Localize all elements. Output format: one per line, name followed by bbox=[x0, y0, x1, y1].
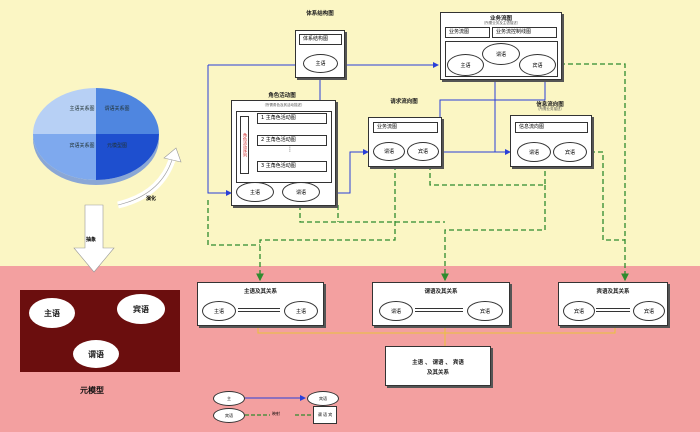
r1-ellipse-right: 主语 bbox=[284, 301, 318, 321]
r1-box: 主语及其关系 主语 主语 bbox=[197, 282, 324, 326]
curve-arrow-label: 演化 bbox=[146, 196, 157, 202]
pie-segment-4: 元模型图 bbox=[106, 143, 127, 149]
r2-link bbox=[415, 308, 463, 312]
b4-title: 请求流向图 bbox=[390, 99, 418, 105]
legend-b-mid: 映射 bbox=[272, 411, 280, 416]
b5-box: 信息流向图 谓语 宾语 bbox=[510, 115, 592, 167]
b4-box: 业务流图 谓语 宾语 bbox=[368, 117, 442, 167]
r2-ellipse-right: 宾语 bbox=[467, 301, 503, 321]
b3-box: （所需角色及其活动描述） 角色活动序列 1 主角色活动图 2 主角色活动图 ⋮ … bbox=[231, 100, 336, 206]
b2-row1: 业务流图 bbox=[445, 27, 490, 38]
r1-ellipse-left: 主语 bbox=[202, 301, 236, 321]
b5-ellipse-left: 谓语 bbox=[517, 142, 551, 162]
b2-subtitle: （所需业务及主语描述） bbox=[481, 21, 521, 25]
down-arrow-label: 抽象 bbox=[86, 237, 97, 243]
pie-model: 主语关系图 谓语关系图 宾语关系图 元模型图 bbox=[33, 88, 159, 180]
b2-ellipse-left: 主语 bbox=[447, 54, 484, 76]
meta-object: 宾语 bbox=[117, 294, 165, 324]
pie-segment-2: 谓语关系图 bbox=[104, 106, 130, 112]
legend-b-right: 谓 语 宾 bbox=[313, 406, 337, 424]
legend-a-right: 宾语 bbox=[307, 391, 339, 406]
meta-model-title: 元模型 bbox=[80, 386, 104, 395]
b2-box: 业务流图 （所需业务及主语描述） 业务流图 业务流控制线图 主语 谓语 宾语 bbox=[440, 12, 562, 80]
b4-ellipse-right: 宾语 bbox=[407, 142, 439, 161]
r2-ellipse-left: 谓语 bbox=[379, 301, 413, 321]
b3-side-label: 角色活动序列 bbox=[240, 116, 249, 174]
b2-title: 业务流图 bbox=[489, 16, 512, 22]
b2-ellipse-mid: 谓语 bbox=[482, 43, 520, 65]
b3-row2: 2 主角色活动图 bbox=[257, 135, 327, 146]
b5-row1: 信息流向图 bbox=[515, 122, 588, 133]
b1-row: 体系结构图 bbox=[299, 34, 342, 45]
legend-a-left: 主 bbox=[213, 391, 245, 406]
pie-segment-1: 主语关系图 bbox=[69, 106, 95, 112]
r2-box: 谓语及其关系 谓语 宾语 bbox=[372, 282, 510, 326]
b3-row1: 1 主角色活动图 bbox=[257, 113, 327, 124]
b5-subtitle: （所需业务描述） bbox=[536, 107, 564, 111]
b3-title: 角色活动图 bbox=[268, 93, 296, 99]
summary-line2: 及其关系 bbox=[426, 370, 449, 376]
b4-row1: 业务流图 bbox=[373, 122, 438, 133]
b4-ellipse-left: 谓语 bbox=[373, 142, 405, 161]
b3-row3: 3 主角色活动图 bbox=[257, 161, 327, 172]
r1-link bbox=[238, 308, 280, 312]
r1-title: 主语及其关系 bbox=[243, 289, 277, 295]
b1-ellipse: 主语 bbox=[303, 54, 338, 73]
b1-box: 体系结构图 主语 bbox=[295, 30, 345, 78]
summary-box: 主语 、 谓语 、 宾语 及其关系 bbox=[385, 346, 491, 386]
b5-title: 信息流向图 bbox=[536, 102, 564, 108]
b3-dots: ⋮ bbox=[287, 146, 293, 153]
b3-ellipse-left: 主语 bbox=[236, 182, 274, 202]
b3-subtitle: （所需角色及其活动描述） bbox=[262, 103, 305, 107]
meta-predicate: 谓语 bbox=[73, 340, 119, 368]
r3-ellipse-left: 宾语 bbox=[563, 301, 595, 321]
b1-title: 体系结构图 bbox=[306, 11, 334, 17]
b2-row2: 业务流控制线图 bbox=[492, 27, 557, 38]
pie-segment-3: 宾语关系图 bbox=[69, 143, 95, 149]
b3-ellipse-right: 谓语 bbox=[282, 182, 320, 202]
summary-line1: 主语 、 谓语 、 宾语 bbox=[412, 360, 464, 366]
r3-title: 宾语及其关系 bbox=[596, 289, 630, 295]
r3-box: 宾语及其关系 宾语 宾语 bbox=[558, 282, 668, 326]
legend-b-left: 宾语 bbox=[213, 408, 245, 423]
meta-subject: 主语 bbox=[29, 298, 75, 328]
r2-title: 谓语及其关系 bbox=[424, 289, 458, 295]
r3-link bbox=[596, 308, 630, 312]
meta-model-box: 主语 宾语 谓语 bbox=[20, 290, 180, 372]
b5-ellipse-right: 宾语 bbox=[553, 142, 587, 162]
b2-ellipse-right: 宾语 bbox=[519, 54, 556, 76]
r3-ellipse-right: 宾语 bbox=[633, 301, 665, 321]
